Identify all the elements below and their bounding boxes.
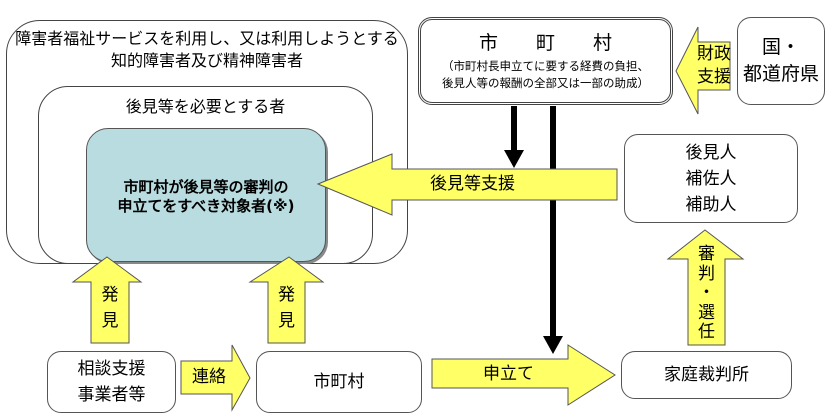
discovery-2-char-1: 発 — [278, 285, 295, 305]
financial-support-arrow-shape — [675, 26, 731, 115]
municipality-bottom-box[interactable]: 市町村 — [256, 351, 422, 413]
target-box-line1: 市町村が後見等の審判の — [123, 178, 289, 196]
target-person-box[interactable]: 市町村が後見等の審判の 申立てをすべき対象者(※) — [86, 128, 326, 262]
contact-label: 連絡 — [192, 367, 226, 387]
family-court-label: 家庭裁判所 — [664, 365, 749, 385]
consultation-support-box[interactable]: 相談支援 事業者等 — [47, 351, 176, 413]
black-arrow-to-petition — [543, 106, 563, 354]
consultation-line1: 相談支援 — [77, 359, 146, 379]
outer-group-title-line2: 知的障害者及び精神障害者 — [110, 51, 303, 70]
outer-group-title-line1: 障害者福祉サービスを利用し、又は利用しようとする — [15, 29, 399, 48]
target-box-line2: 申立てをすべき対象者(※) — [117, 197, 295, 215]
discovery-1-char-1: 発 — [101, 285, 119, 305]
judgment-char-1: 審 — [698, 244, 715, 264]
judgment-char-5: 任 — [698, 322, 715, 342]
family-court-box[interactable]: 家庭裁判所 — [621, 351, 792, 399]
municipality-top-box[interactable]: 市 町 村 （市町村長申立てに要する経費の負担、 後見人等の報酬の全部又は一部の… — [418, 17, 673, 105]
national-line1: 国・ — [761, 36, 800, 58]
financial-support-label: 財政 支援 — [694, 42, 734, 90]
black-arrow-shaft-2 — [550, 106, 556, 338]
discovery-2-char-2: 見 — [278, 311, 295, 331]
guardianship-support-arrow-shape — [316, 153, 618, 216]
municipality-top-desc-line1: （市町村長申立てに要する経費の負担、 — [442, 59, 649, 73]
municipality-bottom-label: 市町村 — [313, 372, 365, 392]
guardian-box[interactable]: 後見人 補佐人 補助人 — [624, 134, 798, 223]
petition-label: 申立て — [483, 364, 534, 384]
judgment-char-3: ・ — [698, 283, 715, 303]
judgment-char-4: 選 — [698, 302, 715, 323]
middle-group-title: 後見等を必要とする者 — [125, 97, 286, 116]
black-arrow-head-1 — [504, 150, 524, 168]
discovery-label-1: 発 見 — [91, 282, 129, 334]
guardian-line-3: 補助人 — [685, 194, 737, 215]
black-arrow-shaft-1 — [511, 106, 517, 152]
black-arrow-head-2 — [543, 336, 563, 354]
discovery-label-2: 発 見 — [268, 282, 305, 334]
discovery-arrow-2-shape — [248, 256, 325, 344]
consultation-line2: 事業者等 — [77, 385, 146, 405]
national-prefecture-box[interactable]: 国・ 都道府県 — [737, 17, 825, 105]
petition-arrow-shape — [431, 344, 616, 406]
contact-arrow-shape — [180, 344, 251, 412]
guardianship-support-label: 後見等支援 — [430, 174, 515, 194]
outer-group-title: 障害者福祉サービスを利用し、又は利用しようとする 知的障害者及び精神障害者 — [6, 28, 408, 72]
black-arrow-to-support — [504, 106, 524, 168]
guardian-line-2: 補佐人 — [685, 168, 737, 189]
guardian-line-1: 後見人 — [685, 142, 737, 163]
judgment-arrow-shape — [666, 229, 745, 346]
financial-support-line1: 財政 — [697, 44, 731, 64]
municipality-top-desc-line2: 後見人等の報酬の全部又は一部の助成） — [442, 76, 649, 90]
municipality-top-title: 市 町 村 — [478, 32, 612, 54]
discovery-1-char-2: 見 — [101, 311, 119, 331]
discovery-arrow-1-shape — [71, 256, 143, 344]
judgment-char-2: 判 — [698, 263, 715, 284]
judgment-label: 審 判 ・ 選 任 — [688, 244, 725, 343]
financial-support-line2: 支援 — [697, 67, 731, 87]
national-line2: 都道府県 — [742, 63, 819, 85]
